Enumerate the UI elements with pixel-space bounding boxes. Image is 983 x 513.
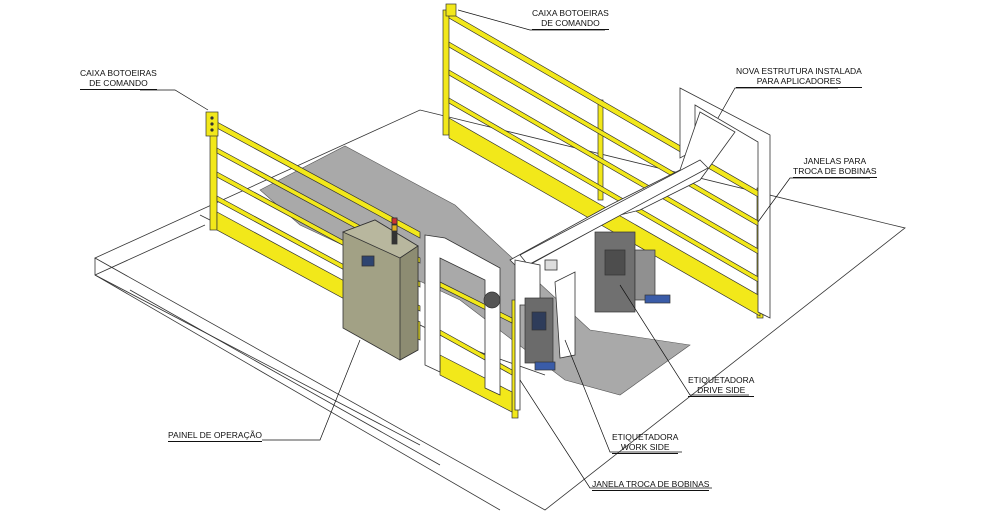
front-window-frame (424, 234, 576, 411)
label-etiquetadora-work: ETIQUETADORA WORK SIDE (612, 432, 679, 454)
label-line: DE COMANDO (80, 78, 157, 90)
label-line: NOVA ESTRUTURA INSTALADA (736, 66, 862, 76)
label-painel-operacao: PAINEL DE OPERAÇÃO (168, 430, 262, 442)
label-line: JANELAS PARA (803, 156, 867, 166)
label-line: JANELA TROCA DE BOBINAS (592, 479, 710, 491)
label-janelas-troca: JANELAS PARA TROCA DE BOBINAS (793, 156, 877, 178)
applicator-structure (509, 87, 771, 319)
label-line: DRIVE SIDE (688, 385, 755, 397)
label-line: TROCA DE BOBINAS (793, 166, 877, 178)
leader-lines (140, 9, 870, 489)
label-line: ETIQUETADORA (688, 375, 755, 385)
label-line: DE COMANDO (532, 18, 609, 30)
label-line: CAIXA BOTOEIRAS (532, 8, 609, 18)
label-line: PAINEL DE OPERAÇÃO (168, 430, 262, 442)
label-line: CAIXA BOTOEIRAS (80, 68, 157, 78)
label-caixa-botoeiras-left: CAIXA BOTOEIRAS DE COMANDO (80, 68, 157, 90)
label-line: WORK SIDE (612, 442, 679, 454)
label-nova-estrutura: NOVA ESTRUTURA INSTALADA PARA APLICADORE… (736, 66, 862, 88)
labeler-work-side (483, 291, 556, 371)
operation-panel (341, 217, 419, 361)
label-janela-troca: JANELA TROCA DE BOBINAS (592, 479, 710, 491)
label-line: ETIQUETADORA (612, 432, 679, 442)
label-caixa-botoeiras-top: CAIXA BOTOEIRAS DE COMANDO (532, 8, 609, 30)
label-etiquetadora-drive: ETIQUETADORA DRIVE SIDE (688, 375, 755, 397)
command-box-top (445, 3, 457, 17)
label-line: PARA APLICADORES (736, 76, 862, 88)
